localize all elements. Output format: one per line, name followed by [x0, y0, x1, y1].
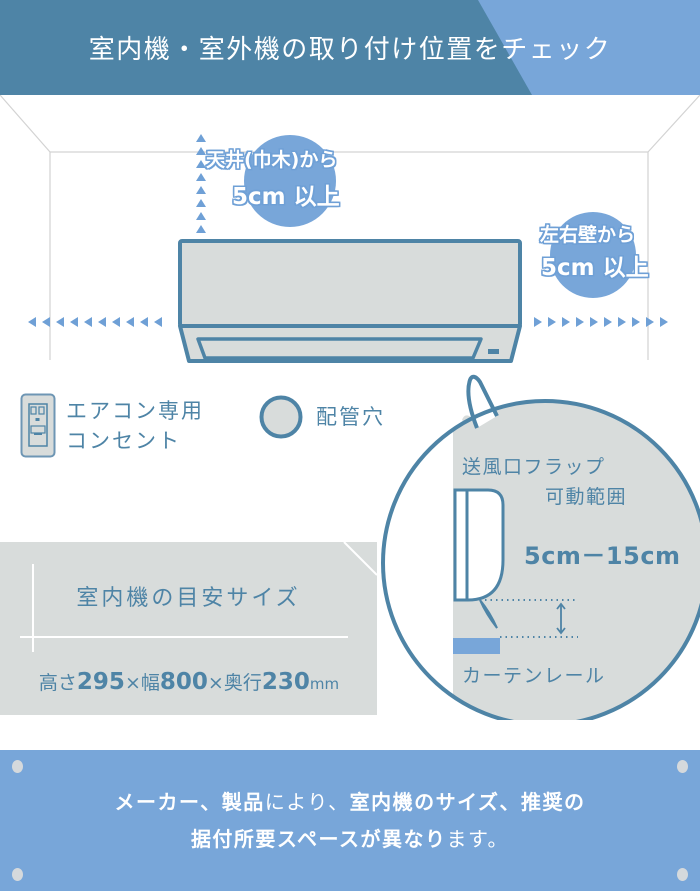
footer-notice: メーカー、製品により、室内機のサイズ、推奨の 据付所要スペースが異なります。 [0, 750, 700, 891]
footer-message: メーカー、製品により、室内機のサイズ、推奨の 据付所要スペースが異なります。 [114, 790, 586, 851]
flap-range-label-2: 可動範囲 [545, 486, 628, 508]
unit-width: 800 [159, 669, 208, 695]
range-arrow-icon [556, 602, 566, 635]
pin-dot-icon [12, 868, 23, 881]
flap-range-value: 5cm－15cm [524, 542, 681, 570]
unit-height: 295 [76, 669, 125, 695]
side-clearance-label: 左右壁から [540, 224, 636, 246]
ceiling-clearance-badge [244, 135, 336, 227]
ceiling-clearance-label: 天井(巾木)から [206, 149, 338, 171]
pin-dot-icon [677, 868, 688, 881]
pin-dot-icon [12, 760, 23, 773]
room-diagram [0, 95, 700, 363]
unit-side-view-icon [453, 488, 505, 602]
page-title: 室内機・室外機の取り付け位置をチェック [88, 35, 612, 65]
header-banner: 室内機・室外機の取り付け位置をチェック [0, 0, 700, 95]
up-arrows [196, 134, 206, 233]
unit-size-panel [0, 542, 377, 715]
curtain-rail-icon [453, 638, 500, 654]
pin-dot-icon [677, 760, 688, 773]
flap-range-label-1: 送風口フラップ [462, 456, 606, 478]
pipe-hole-legend-label: 配管穴 [316, 405, 385, 429]
ceiling-clearance-value: 5cm 以上 [232, 184, 340, 210]
header-accent-shape [478, 0, 700, 95]
unit-size-title: 室内機の目安サイズ [76, 586, 301, 611]
size-panel-decor [20, 542, 377, 652]
power-outlet-icon [20, 393, 56, 458]
curtain-rail-label: カーテンレール [462, 665, 606, 687]
side-clearance-value: 5cm 以上 [541, 255, 649, 281]
unit-size-dimensions: 高さ295×幅800×奥行230mm [38, 669, 340, 695]
flap-detail-bubble [381, 374, 700, 720]
left-arrows [28, 317, 162, 327]
right-arrows [534, 317, 668, 327]
unit-depth: 230 [261, 669, 310, 695]
indoor-unit-icon [178, 239, 522, 363]
side-clearance-badge [550, 212, 636, 298]
outlet-legend-label: エアコン専用 コンセント [66, 399, 204, 453]
pipe-hole-icon [259, 395, 303, 439]
